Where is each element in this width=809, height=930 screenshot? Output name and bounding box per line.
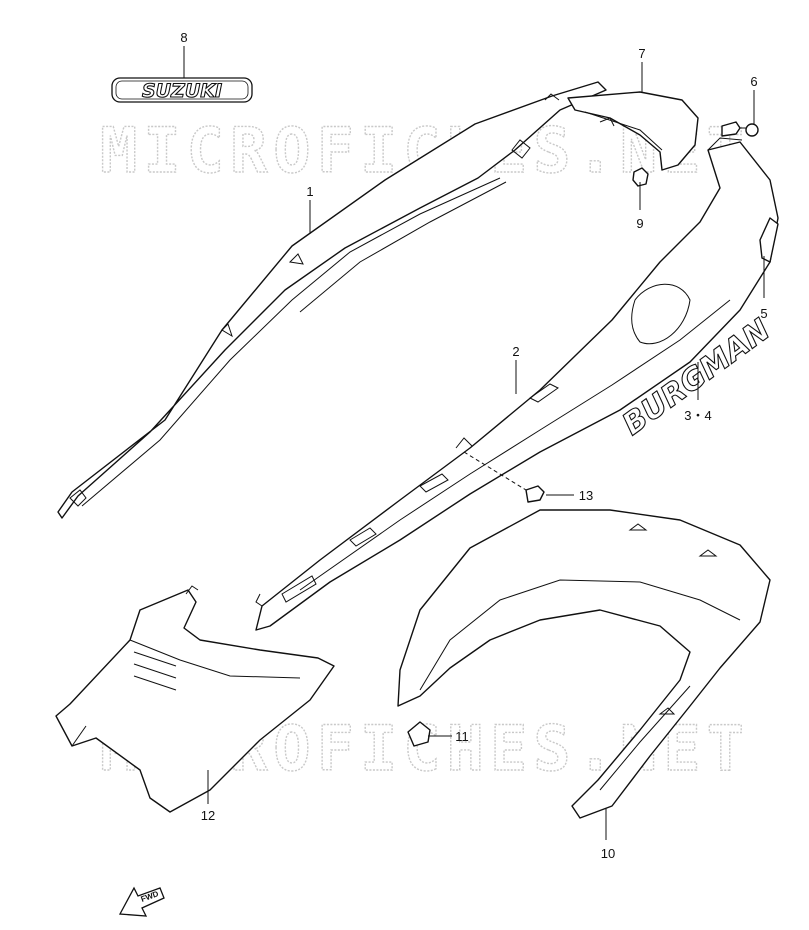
frame-cover-rail [57,81,607,519]
callout-5: 5 [760,306,767,321]
front-lower-cover [55,585,335,813]
callout-1: 1 [306,184,313,199]
callout-3-4: 3・4 [684,408,711,423]
callout-10: 10 [601,846,615,861]
callout-2: 2 [512,344,519,359]
bolt-part [525,485,545,503]
callout-7: 7 [638,46,645,61]
fwd-arrow-icon: FWD [118,886,165,917]
leader-lines [183,46,765,840]
badge-part [759,217,779,263]
callout-6: 6 [750,74,757,89]
callout-12: 12 [201,808,215,823]
callout-11: 11 [455,729,469,744]
rear-tail-cover [397,509,771,819]
suzuki-emblem: SUZUKI [111,77,253,103]
side-body-cover [255,137,779,631]
suzuki-emblem-text: SUZUKI [142,80,222,102]
callout-13: 13 [579,488,593,503]
screw-part [721,121,759,137]
callout-9: 9 [636,216,643,231]
callout-8: 8 [180,30,187,45]
clip-part [632,167,649,187]
rear-handle-cover [567,91,699,171]
